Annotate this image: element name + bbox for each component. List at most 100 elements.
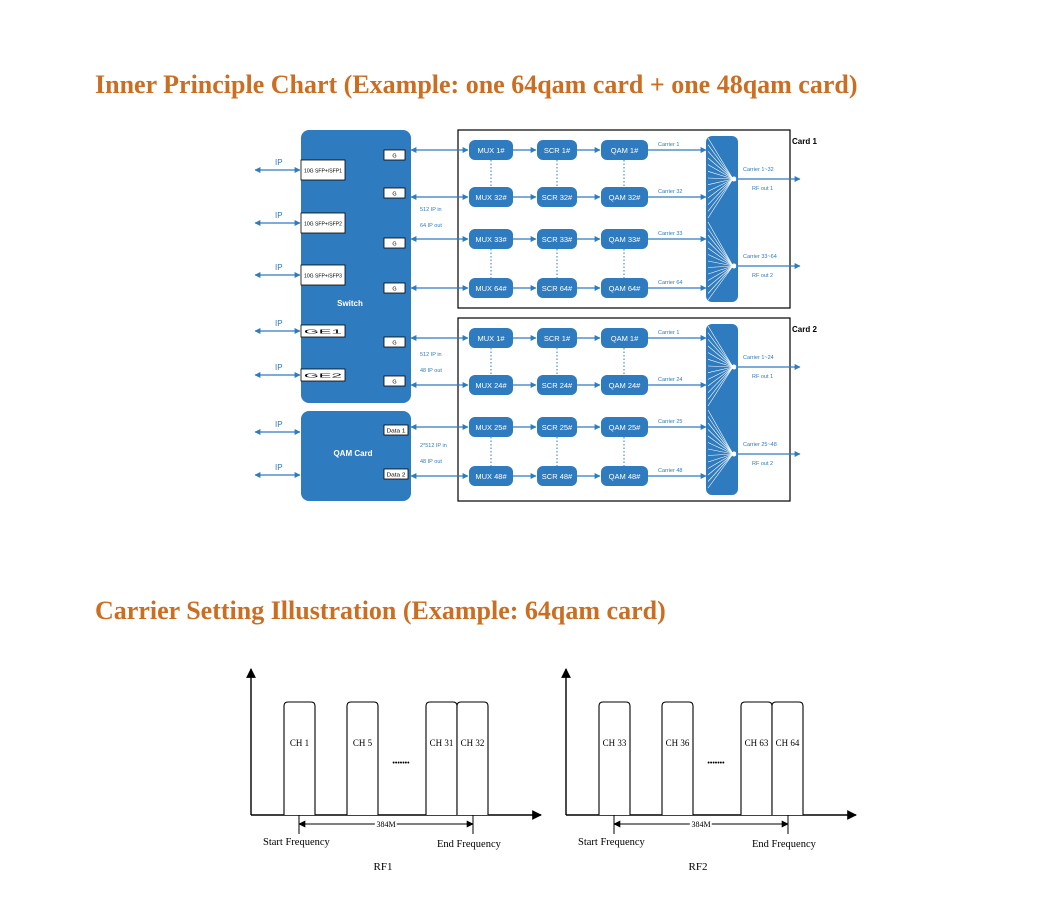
ip-label: IP bbox=[275, 420, 283, 429]
qam-label: QAM 64# bbox=[609, 284, 642, 293]
card-label: Card 1 bbox=[792, 137, 817, 146]
combiner-node bbox=[731, 364, 737, 370]
qam-label: QAM 32# bbox=[609, 193, 642, 202]
channel-bar bbox=[346, 701, 379, 815]
left-port-box bbox=[300, 159, 346, 181]
scr-label: SCR 33# bbox=[542, 235, 573, 244]
rf-out-label: RF out 1 bbox=[752, 374, 773, 380]
qam-box bbox=[601, 417, 648, 437]
output-carriers-label: Carrier 33~64 bbox=[743, 254, 777, 260]
channel-label: CH 64 bbox=[776, 738, 800, 748]
combiner-fan-line bbox=[707, 453, 734, 469]
data-port-box bbox=[383, 468, 409, 480]
qam-box bbox=[601, 375, 648, 395]
combiner-node bbox=[731, 176, 737, 182]
combiner-fan-line bbox=[707, 416, 734, 455]
right-port-box bbox=[383, 336, 406, 348]
rf-out-label: RF out 2 bbox=[752, 273, 773, 279]
combiner-fan-line bbox=[707, 178, 734, 185]
mux-box bbox=[469, 328, 513, 348]
combiner-fan-line bbox=[707, 178, 734, 219]
combiner-fan-line bbox=[707, 453, 734, 456]
io-count-label: 64 IP out bbox=[420, 223, 442, 229]
combiner-fan-line bbox=[707, 151, 734, 180]
combiner-fan-line bbox=[707, 265, 734, 301]
combiner-fan-line bbox=[707, 178, 734, 212]
combiner-fan-line bbox=[707, 332, 734, 368]
left-port-box bbox=[300, 212, 346, 234]
channel-label: CH 63 bbox=[745, 738, 769, 748]
start-frequency-label: Start Frequency bbox=[263, 837, 331, 848]
mux-label: MUX 1# bbox=[477, 334, 505, 343]
left-port-label: 10G SFP+/SFP3 bbox=[304, 274, 342, 280]
right-port-label: G bbox=[392, 341, 396, 347]
scr-box bbox=[537, 466, 577, 486]
qam-label: QAM 48# bbox=[609, 472, 642, 481]
ip-label: IP bbox=[275, 319, 283, 328]
left-port-box bbox=[300, 368, 346, 382]
scr-label: SCR 1# bbox=[544, 146, 571, 155]
carrier-label: Carrier 33 bbox=[658, 231, 682, 237]
ellipsis-dots: ••••••• bbox=[392, 760, 410, 767]
right-port-label: G bbox=[392, 154, 396, 160]
ip-label: IP bbox=[275, 158, 283, 167]
io-count-label: 48 IP out bbox=[420, 459, 442, 465]
right-port-box bbox=[383, 149, 406, 161]
carrier-label: Carrier 25 bbox=[658, 419, 682, 425]
channel-bar bbox=[456, 701, 489, 815]
start-frequency-label: Start Frequency bbox=[578, 837, 646, 848]
left-port-label: GE1 bbox=[304, 330, 343, 336]
mux-label: MUX 24# bbox=[475, 381, 507, 390]
left-port-box bbox=[300, 264, 346, 286]
data-port-label: Data 2 bbox=[387, 473, 406, 479]
combiner-fan-line bbox=[707, 228, 734, 267]
mux-box bbox=[469, 466, 513, 486]
combiner-node bbox=[731, 451, 737, 457]
combiner-fan-line bbox=[707, 325, 734, 368]
combiner-fan-line bbox=[707, 453, 734, 489]
combiner-fan-line bbox=[707, 221, 734, 267]
mux-label: MUX 64# bbox=[475, 284, 507, 293]
qam-box bbox=[601, 140, 648, 160]
combiner-fan-line bbox=[707, 352, 734, 368]
carrier-label: Carrier 1 bbox=[658, 142, 679, 148]
mux-label: MUX 32# bbox=[475, 193, 507, 202]
qam-box bbox=[601, 278, 648, 298]
mux-box bbox=[469, 417, 513, 437]
combiner-fan-line bbox=[707, 144, 734, 180]
combiner-fan-line bbox=[707, 265, 734, 275]
qam-label: QAM 1# bbox=[611, 334, 639, 343]
ip-label: IP bbox=[275, 211, 283, 220]
right-port-box bbox=[383, 237, 406, 249]
qam-card-label: QAM Card bbox=[333, 449, 372, 458]
span-label: 384M bbox=[691, 820, 710, 829]
scr-label: SCR 24# bbox=[542, 381, 573, 390]
output-carriers-label: Carrier 1~32 bbox=[743, 167, 774, 173]
io-count-label: 2*512 IP in bbox=[420, 443, 447, 449]
combiner-fan-line bbox=[707, 453, 734, 463]
combiner-fan-line bbox=[707, 409, 734, 455]
combiner-fan-line bbox=[707, 234, 734, 267]
switch-label: Switch bbox=[337, 299, 363, 308]
channel-label: CH 5 bbox=[353, 738, 373, 748]
right-port-label: G bbox=[392, 287, 396, 293]
output-carriers-label: Carrier 1~24 bbox=[743, 355, 774, 361]
qam-card-block bbox=[301, 411, 411, 501]
mux-box bbox=[469, 140, 513, 160]
combiner-fan-line bbox=[707, 435, 734, 455]
left-port-box bbox=[300, 324, 346, 338]
combiner-fan-line bbox=[707, 366, 734, 393]
qam-label: QAM 25# bbox=[609, 423, 642, 432]
channel-bar bbox=[661, 701, 694, 815]
ip-label: IP bbox=[275, 463, 283, 472]
ellipsis-dots: ••••••• bbox=[707, 760, 725, 767]
channel-bar bbox=[598, 701, 631, 815]
right-port-box bbox=[383, 282, 406, 294]
qam-box bbox=[601, 187, 648, 207]
card-frame bbox=[457, 317, 791, 502]
combiner-fan-line bbox=[707, 366, 734, 400]
mux-box bbox=[469, 187, 513, 207]
scr-label: SCR 48# bbox=[542, 472, 573, 481]
combiner-fan-line bbox=[707, 178, 734, 199]
